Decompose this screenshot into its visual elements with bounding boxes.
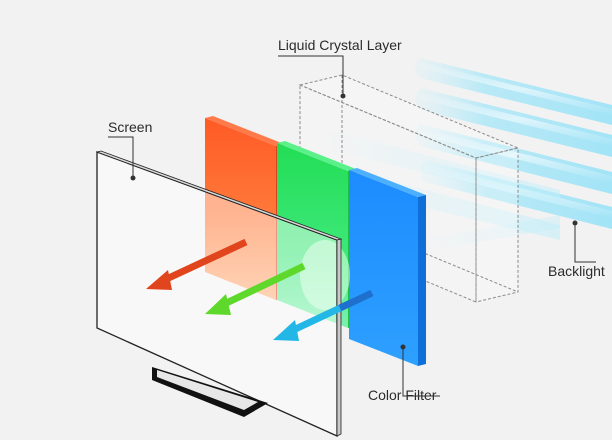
backlight-tubes [415,58,612,229]
leader-lines [108,55,596,397]
color-filter-blue [349,168,426,366]
backlight-tube [415,124,612,194]
backlight-tube [415,58,612,125]
arrow-red-light [146,238,248,290]
label-backlight: Backlight [548,263,605,279]
label-liquid-crystal-layer: Liquid Crystal Layer [278,37,402,53]
label-screen: Screen [108,119,152,135]
screen-panel [95,150,343,438]
backlight-tube [415,88,612,157]
tv-stand [152,367,268,417]
arrow-green-light [205,262,306,315]
label-color-filter: Color Filter [368,387,437,403]
arrow-cyan-light [273,289,374,341]
